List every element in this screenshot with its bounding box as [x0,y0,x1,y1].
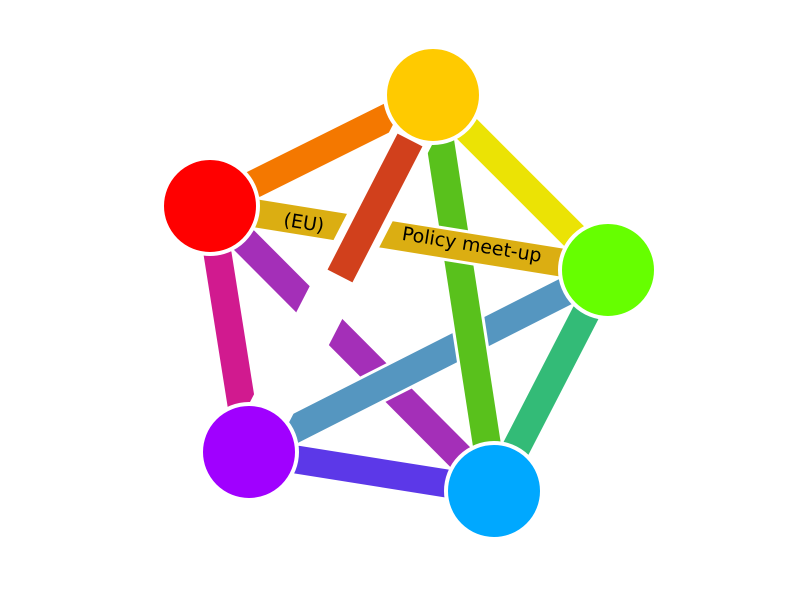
node-green [558,220,658,320]
node-purple [199,402,299,502]
node-blue [444,441,544,541]
node-red [160,156,260,256]
node-yellow [383,45,483,145]
